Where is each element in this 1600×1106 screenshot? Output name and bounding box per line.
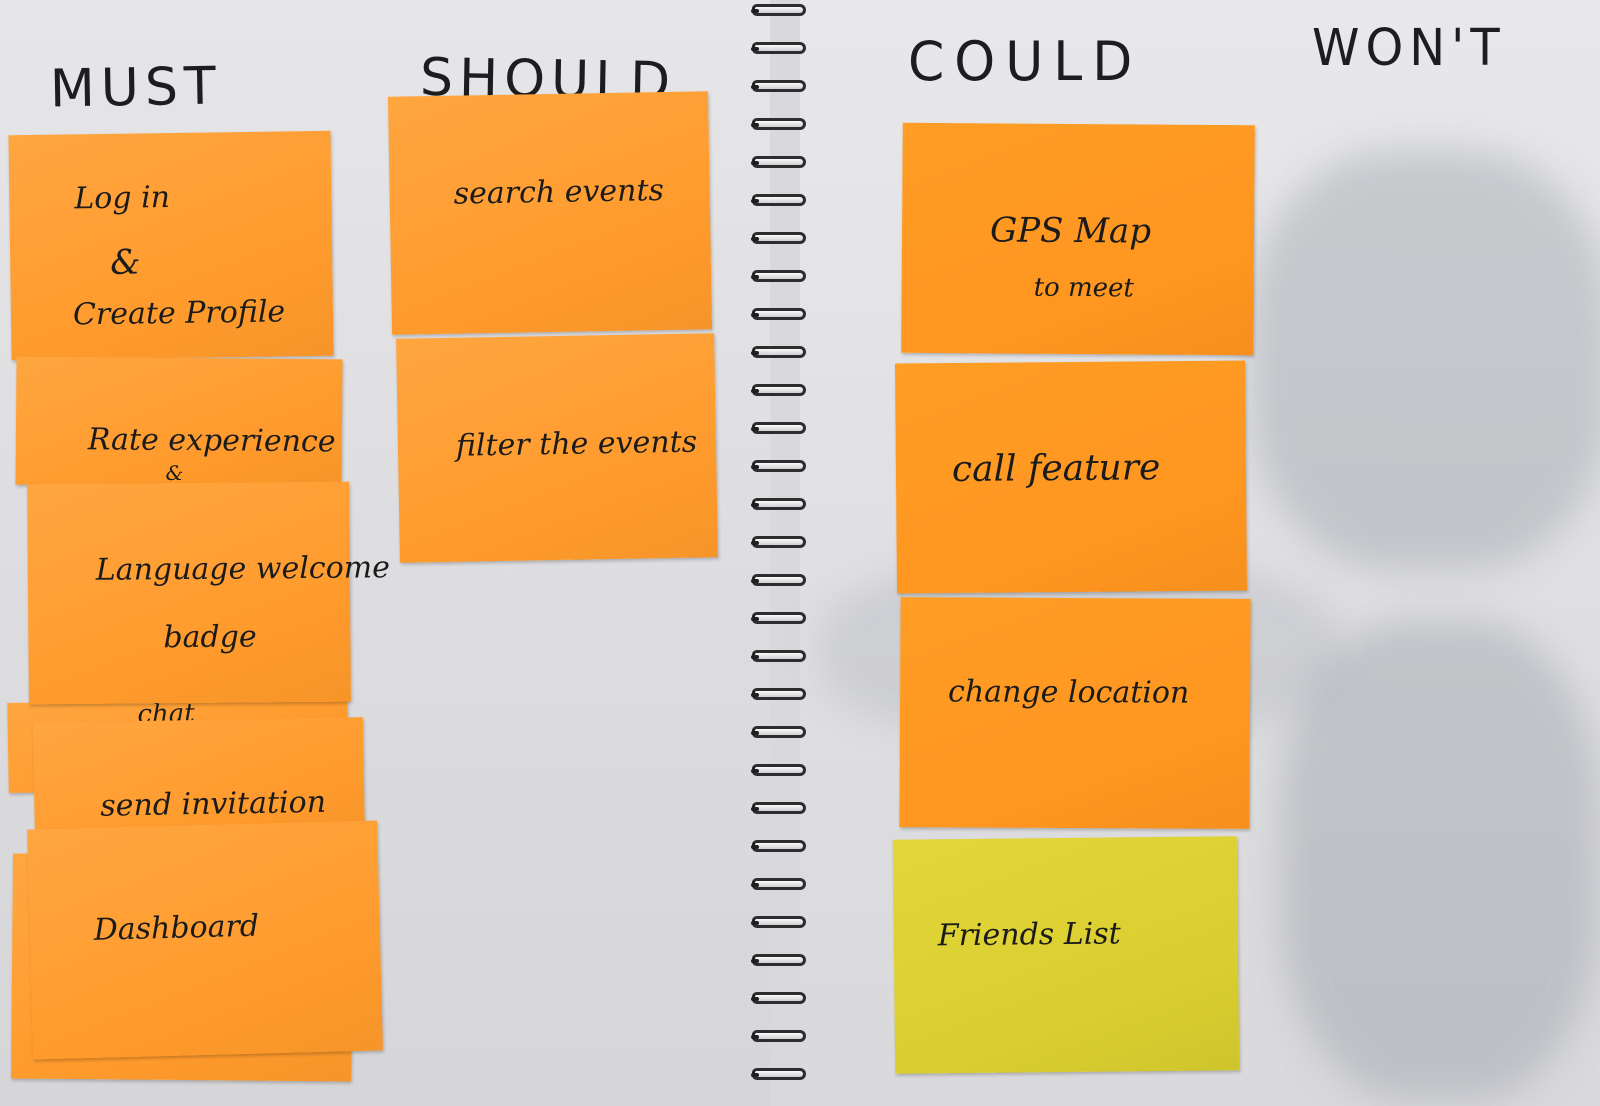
binding-ring xyxy=(751,536,806,548)
binding-ring xyxy=(751,802,806,814)
page-shadow xyxy=(1280,620,1600,1100)
sticky-note-friends-list: Friends List xyxy=(892,836,1240,1074)
binding-ring xyxy=(751,992,806,1004)
binding-ring xyxy=(751,878,806,890)
binding-ring xyxy=(751,118,806,130)
note-text: Log in xyxy=(74,180,171,217)
note-text: Friends List xyxy=(937,916,1121,954)
must-heading: MUST xyxy=(49,56,223,120)
sticky-note-search-events: search events xyxy=(387,91,713,335)
note-text: call feature xyxy=(951,447,1161,491)
could-heading: COULD xyxy=(908,30,1143,94)
sticky-note-filter-the-events: filter the events xyxy=(396,333,718,563)
binding-ring xyxy=(751,726,806,738)
note-text: filter the events xyxy=(455,424,698,464)
note-text: Dashboard xyxy=(93,908,260,948)
binding-ring xyxy=(751,1030,806,1042)
binding-ring xyxy=(751,80,806,92)
sticky-note-language-welcome-badge: Language welcome badge xyxy=(27,481,390,705)
binding-ring xyxy=(751,232,806,244)
spiral-binding xyxy=(740,0,820,1106)
sticky-note-dashboard: Dashboard xyxy=(27,820,383,1060)
binding-ring xyxy=(751,650,806,662)
sticky-note-log-in-create-profile: Log in & Create Profile xyxy=(8,130,334,361)
binding-ring xyxy=(751,42,806,54)
note-text: Rate experience xyxy=(87,422,336,460)
sticky-note-change-location: change location xyxy=(899,597,1251,829)
binding-ring xyxy=(751,764,806,776)
binding-ring xyxy=(751,308,806,320)
note-text: change location xyxy=(948,674,1190,711)
binding-ring xyxy=(751,688,806,700)
note-text: Language welcome xyxy=(95,550,391,588)
note-text: badge xyxy=(163,619,257,656)
binding-ring xyxy=(751,612,806,624)
binding-ring xyxy=(751,384,806,396)
sticky-note-rate-experience: Rate experience & xyxy=(15,356,343,488)
binding-ring xyxy=(751,422,806,434)
binding-ring xyxy=(751,840,806,852)
binding-ring xyxy=(751,4,806,16)
note-text: & xyxy=(109,242,141,283)
binding-ring xyxy=(751,574,806,586)
binding-ring xyxy=(751,498,806,510)
binding-ring xyxy=(751,460,806,472)
note-text: send invitation xyxy=(100,784,327,824)
binding-ring xyxy=(751,954,806,966)
binding-ring xyxy=(751,1068,806,1080)
note-text: Create Profile xyxy=(72,294,286,333)
binding-ring xyxy=(751,346,806,358)
note-text: to meet xyxy=(1033,272,1135,304)
note-text: GPS Map xyxy=(989,210,1152,252)
binding-ring xyxy=(751,194,806,206)
binding-ring xyxy=(751,916,806,928)
sticky-note-call-feature: call feature xyxy=(895,360,1247,594)
binding-ring xyxy=(751,156,806,168)
wont-heading: WON'T xyxy=(1312,18,1506,78)
binding-ring xyxy=(751,270,806,282)
sticky-note-gps-map-to-meet: GPS Map to meet xyxy=(901,122,1255,356)
note-text: & xyxy=(165,460,184,486)
note-text: search events xyxy=(453,173,665,212)
page-shadow xyxy=(1250,150,1600,570)
